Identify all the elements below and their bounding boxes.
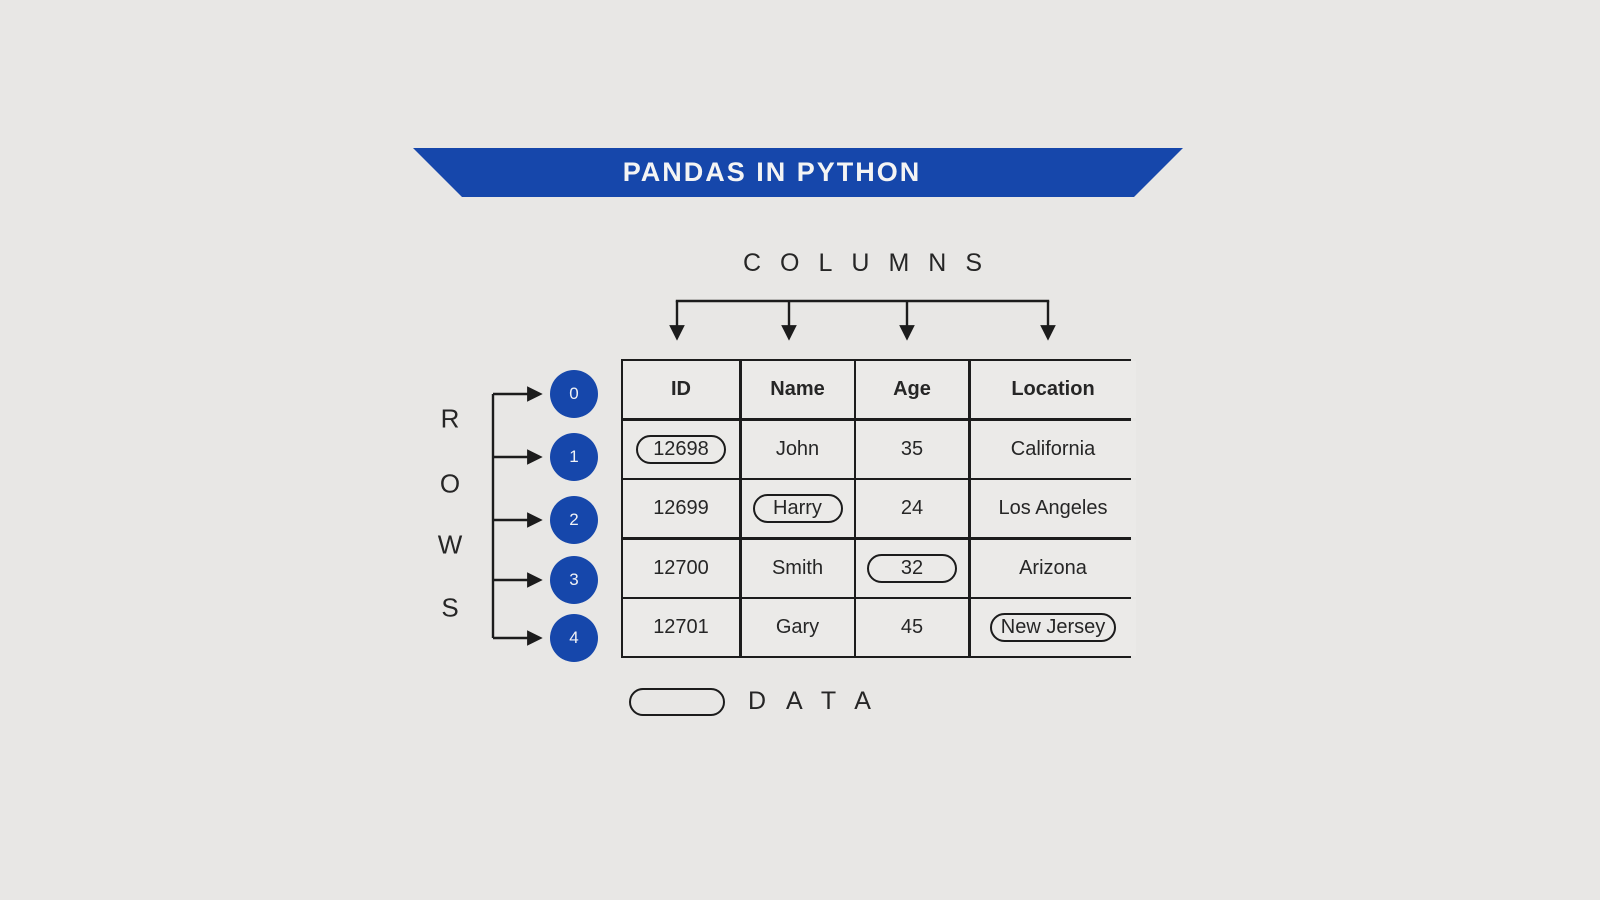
rows-label-letter-w: W (437, 529, 463, 560)
table-cell: New Jersey (970, 599, 1136, 656)
rows-label-letter-s: S (441, 592, 459, 623)
highlight-oval: Harry (752, 494, 843, 523)
row-index-badge-1: 1 (550, 433, 598, 481)
highlight-oval: 12698 (636, 434, 726, 464)
columns-label: COLUMNS (742, 249, 1001, 277)
page-title: PANDAS IN PYTHON (622, 157, 922, 187)
columns-bracket (669, 299, 1056, 341)
row-index-badge-0: 0 (550, 370, 598, 418)
table-cell: 12701 (623, 599, 739, 656)
table-cell: 12700 (623, 539, 739, 597)
table-cell: Harry (741, 480, 854, 537)
highlight-oval: 32 (867, 553, 957, 583)
table-cell: 12699 (623, 480, 739, 537)
data-legend-label: DATA (748, 687, 891, 715)
table-cell: Smith (741, 539, 854, 597)
row-index-badge-4: 4 (550, 614, 598, 662)
data-legend-oval (629, 688, 725, 716)
table-cell: John (741, 420, 854, 478)
table-cell: 32 (856, 539, 968, 597)
table-cell: 45 (856, 599, 968, 656)
table-cell: Gary (741, 599, 854, 656)
rows-label-letter-o: O (439, 468, 461, 499)
table-cell: Los Angeles (970, 480, 1136, 537)
row-index-badge-2: 2 (550, 496, 598, 544)
row-index-badge-3: 3 (550, 556, 598, 604)
dataframe-table: ID Name Age Location 12698 John 35 Calif… (621, 359, 1136, 658)
highlight-oval: New Jersey (989, 613, 1117, 642)
rows-bracket (491, 386, 543, 646)
column-header-location: Location (970, 361, 1136, 418)
table-cell: Arizona (970, 539, 1136, 597)
table-cell: 12698 (623, 420, 739, 478)
table-cell: California (970, 420, 1136, 478)
column-header-id: ID (623, 361, 739, 418)
table-cell: 24 (856, 480, 968, 537)
column-header-age: Age (856, 361, 968, 418)
column-header-name: Name (741, 361, 854, 418)
title-banner: PANDAS IN PYTHON (413, 148, 1183, 197)
rows-label-letter-r: R (440, 403, 460, 434)
table-cell: 35 (856, 420, 968, 478)
